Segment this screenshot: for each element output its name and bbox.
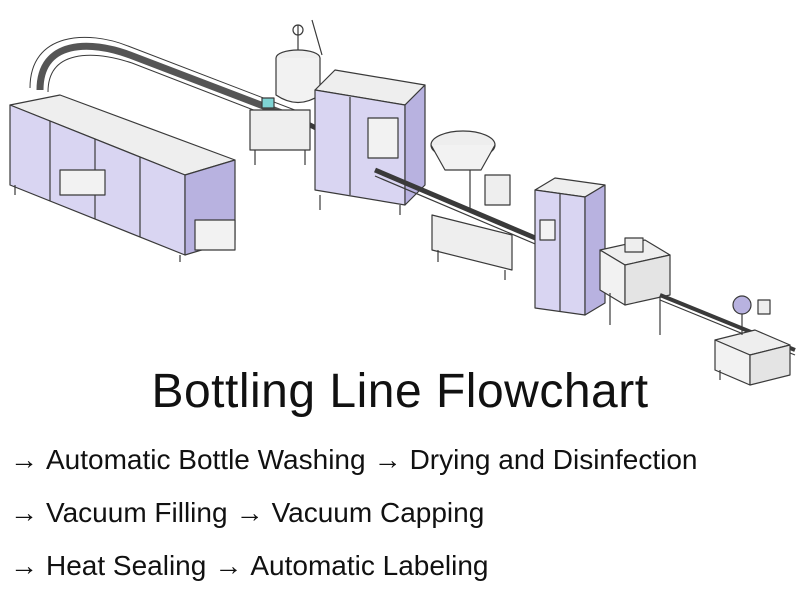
step-label: Automatic Bottle Washing — [46, 444, 366, 475]
step-label: Heat Sealing — [46, 550, 207, 581]
step-label: Vacuum Filling — [46, 497, 228, 528]
arrow-icon: → — [10, 444, 38, 475]
heat-shrink-tunnel — [599, 237, 671, 335]
arrow-icon: → — [235, 497, 264, 528]
step-label: Drying and Disinfection — [409, 444, 698, 475]
vacuum-filling-machine — [314, 69, 426, 215]
heat-sealing-tower — [534, 177, 606, 316]
arrow-icon: → — [10, 550, 38, 581]
step-label: Vacuum Capping — [271, 497, 485, 528]
main-conveyor — [374, 167, 541, 247]
flow-line-3: →Heat Sealing→Automatic Labeling — [10, 548, 489, 584]
bottling-line-illustration — [9, 19, 796, 386]
flow-line-1: →Automatic Bottle Washing→Drying and Dis… — [10, 442, 697, 478]
drying-disinfection-unit — [249, 19, 323, 165]
flow-line-2: →Vacuum Filling→Vacuum Capping — [10, 495, 484, 531]
automatic-labeling-machine — [714, 295, 791, 386]
bottle-washing-machine — [9, 94, 236, 262]
page-title: Bottling Line Flowchart — [151, 365, 649, 418]
arrow-icon: → — [214, 550, 243, 581]
vacuum-capping-machine — [430, 130, 513, 280]
arrow-icon: → — [10, 497, 38, 528]
arrow-icon: → — [373, 444, 402, 475]
step-label: Automatic Labeling — [250, 550, 489, 581]
